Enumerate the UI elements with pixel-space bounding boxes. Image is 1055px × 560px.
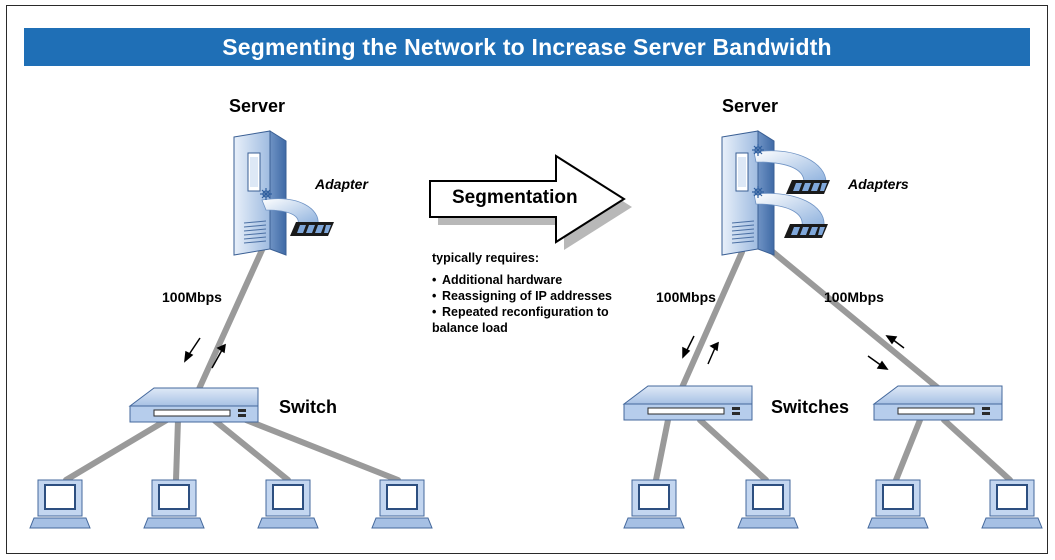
right-cable-pc3 [893,417,923,483]
left-cable-pc2 [173,417,181,483]
requirement-item: •Reassigning of IP addresses [432,289,612,303]
right-switch-1-icon [623,385,753,421]
left-link-speed-label: 100Mbps [162,289,222,305]
right-adapter-card-2-icon [784,224,828,238]
left-cable-pc4 [243,417,401,483]
right-adapters-label: Adapters [848,176,909,192]
right-cables [653,245,1013,483]
right-switches-label: Switches [771,397,850,417]
right-cable-pc1 [653,417,671,483]
right-server-switch2-cable [765,245,941,391]
left-server-switch-cable [191,247,265,403]
right-traffic-arrows [682,335,905,370]
requirements-heading: typically requires: [432,251,539,265]
segmentation-requirements: typically requires: •Additional hardware… [432,250,622,336]
left-adapter-label: Adapter [315,176,368,192]
left-adapter-card-icon [290,222,334,236]
left-server-label: Server [229,96,286,116]
left-pc-2-icon [143,479,205,529]
right-cable-pc2 [697,417,769,483]
segmentation-arrow [429,154,632,250]
right-pc-3-icon [867,479,929,529]
right-link-speed-right-label: 100Mbps [824,289,884,305]
left-pc-1-icon [29,479,91,529]
diagram-title: Segmenting the Network to Increase Serve… [24,28,1030,66]
requirements-list: •Additional hardware •Reassigning of IP … [432,272,622,336]
left-server-icon [233,130,287,256]
left-cable-pc3 [211,417,291,483]
requirement-item: •Repeated reconfiguration to balance loa… [432,305,609,335]
left-pc-3-icon [257,479,319,529]
right-pc-4-icon [981,479,1043,529]
left-switch-label: Switch [279,397,338,417]
left-switch-icon [129,387,259,423]
right-server-label: Server [722,96,779,116]
right-adapter-card-1-icon [786,180,830,194]
right-cable-pc4 [941,417,1013,483]
right-pc-2-icon [737,479,799,529]
left-traffic-arrows [184,337,226,369]
left-cables [63,247,401,483]
right-pc-1-icon [623,479,685,529]
requirement-item: •Additional hardware [432,273,563,287]
right-server-switch1-cable [677,249,745,395]
diagram-frame [6,5,1048,554]
right-switch-2-icon [873,385,1003,421]
left-cable-pc1 [63,415,173,483]
left-pc-4-icon [371,479,433,529]
right-link-speed-left-label: 100Mbps [656,289,716,305]
segmentation-arrow-label: Segmentation [452,187,578,208]
